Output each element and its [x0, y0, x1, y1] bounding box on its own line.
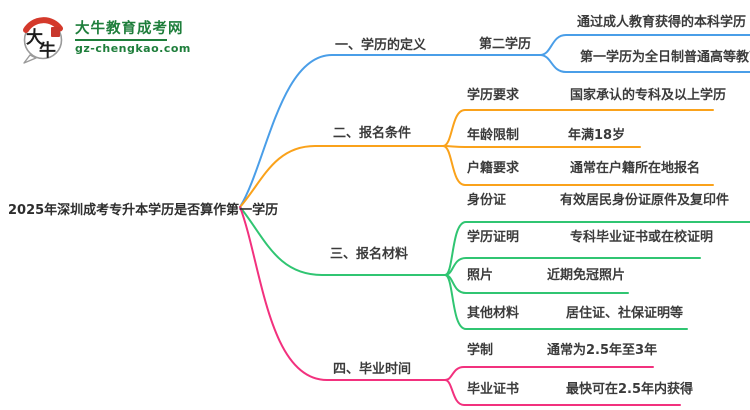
red-seal — [51, 27, 60, 37]
branch2-row3-line — [442, 145, 714, 186]
branch1-leaf1-line — [539, 34, 750, 56]
branch3-row3-value: 近期免冠照片 — [547, 268, 626, 283]
branch3-row1-label: 身份证 — [467, 193, 507, 208]
branch1-leaf2-line — [539, 54, 750, 73]
brand-url: gz-chengkao.com — [75, 42, 191, 55]
branch2-row2-label: 年龄限制 — [467, 128, 520, 143]
branch3-row4-line — [444, 274, 688, 330]
brand-divider — [75, 39, 167, 41]
branch3-main-line — [239, 206, 446, 276]
bull-bubble-icon: 大 牛 — [23, 17, 63, 64]
brand-title: 大牛教育成考网 — [75, 21, 184, 37]
branch4-row1-line — [444, 366, 654, 381]
branch2-row1-value: 国家承认的专科及以上学历 — [570, 88, 727, 103]
branch3-row3-label: 照片 — [467, 268, 494, 283]
branch2-row1-label: 学历要求 — [467, 88, 520, 103]
branch1-leaf1: 通过成人教育获得的本科学历 — [577, 15, 747, 30]
logo-text-block: 大牛教育成考网 gz-chengkao.com — [75, 14, 191, 55]
branch3-row2-line — [444, 257, 701, 276]
root-topic: 2025年深圳成考专升本学历是否算作第一学历 — [8, 203, 279, 218]
branch4-row1-value: 通常为2.5年至3年 — [547, 343, 658, 358]
icon-char-top: 大 — [26, 27, 43, 48]
branch1-subnode-label: 第二学历 — [479, 37, 532, 52]
branch2-row2-line — [442, 145, 641, 148]
icon-char-bottom: 牛 — [39, 40, 56, 61]
branch4-label: 四、毕业时间 — [333, 362, 412, 377]
site-logo: 大 牛 大牛教育成考网 gz-chengkao.com — [20, 14, 191, 64]
branch3-row2-value: 专科毕业证书或在校证明 — [570, 230, 714, 245]
branch2-label: 二、报名条件 — [333, 126, 412, 141]
branch3-row2-label: 学历证明 — [467, 230, 520, 245]
branch1-leaf2: 第一学历为全日制普通高等教育 — [580, 50, 750, 65]
branch2-row2-value: 年满18岁 — [568, 128, 626, 143]
branch2-main-line — [239, 145, 444, 208]
branch3-row4-label: 其他材料 — [467, 306, 520, 321]
branch2-row3-value: 通常在户籍所在地报名 — [570, 161, 701, 176]
branch1-label: 一、学历的定义 — [335, 38, 427, 53]
branch3-label: 三、报名材料 — [330, 247, 409, 262]
logo-bull-icon: 大 牛 — [20, 14, 68, 64]
branch4-main-line — [239, 206, 446, 381]
branch2-row1-line — [442, 109, 714, 147]
branch4-row2-value: 最快可在2.5年内获得 — [566, 382, 694, 397]
branch1-main-line — [239, 54, 541, 208]
branch4-row1-label: 学制 — [467, 343, 494, 358]
branch3-row4-value: 居住证、社保证明等 — [566, 306, 684, 321]
red-hat-arc — [23, 17, 63, 33]
branch2-row3-label: 户籍要求 — [467, 161, 520, 176]
branch3-row1-value: 有效居民身份证原件及复印件 — [560, 193, 730, 208]
branch4-row2-line — [444, 379, 681, 406]
branch4-row2-label: 毕业证书 — [467, 382, 520, 397]
